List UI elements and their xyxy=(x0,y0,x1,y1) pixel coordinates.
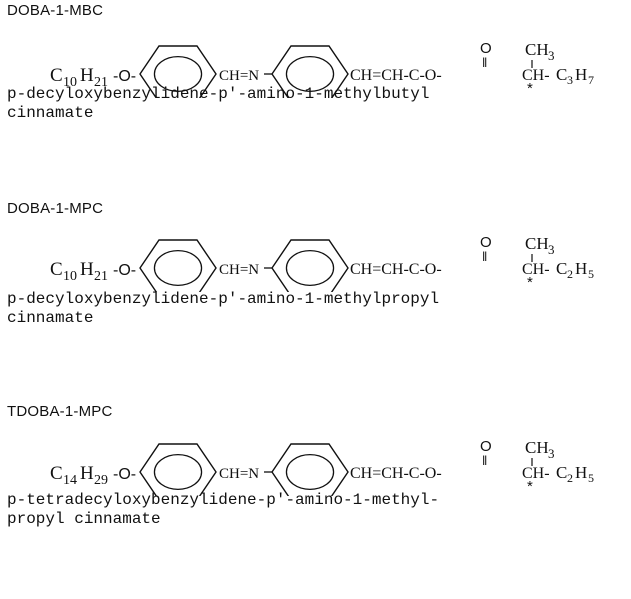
imine-group: CH=N xyxy=(219,68,259,84)
benzene-ring-2-aromatic-circle xyxy=(285,55,335,93)
benzene-ring-1-aromatic-circle xyxy=(153,249,203,287)
chiral-methine: CH- xyxy=(522,465,550,482)
alkyl-carbon: C xyxy=(50,463,63,484)
benzene-ring-2-aromatic-circle xyxy=(285,249,335,287)
terminal-hydrogen: H xyxy=(575,65,587,84)
compound-name: p-decyloxybenzylidene-p'-amino-1-methylp… xyxy=(7,290,439,328)
terminal-carbon: C xyxy=(556,65,567,84)
carbonyl-double-bond: ‖ xyxy=(482,249,487,264)
ether-oxygen: -O- xyxy=(113,262,136,279)
branch-methyl-subscript: 3 xyxy=(548,242,555,257)
compound-label: DOBA-1-MPC xyxy=(7,200,104,217)
ether-oxygen: -O- xyxy=(113,466,136,483)
carbonyl-oxygen: O xyxy=(480,234,492,251)
terminal-carbon-subscript: 2 xyxy=(567,471,573,485)
terminal-hydrogen: H xyxy=(575,463,587,482)
terminal-carbon-subscript: 2 xyxy=(567,267,573,281)
compound-name-line-1: p-decyloxybenzylidene-p'-amino-1-methylp… xyxy=(7,290,440,308)
branch-methyl: CH xyxy=(525,40,549,59)
carbonyl-double-bond: ‖ xyxy=(482,453,487,468)
compound-label: DOBA-1-MBC xyxy=(7,2,104,19)
alkyl-hydrogen: H xyxy=(80,65,94,86)
carbonyl-oxygen: O xyxy=(480,438,492,455)
alkyl-hydrogen: H xyxy=(80,463,94,484)
stereocenter-asterisk: * xyxy=(527,478,533,495)
compound-name: p-decyloxybenzylidene-p'-amino-1-methylb… xyxy=(7,85,429,123)
ether-oxygen: -O- xyxy=(113,68,136,85)
benzene-ring-2-outline xyxy=(271,45,349,98)
compound-name-line-1: p-decyloxybenzylidene-p'-amino-1-methylb… xyxy=(7,85,430,103)
alkyl-carbon: C xyxy=(50,259,63,280)
alkyl-hydrogen-subscript: 21 xyxy=(94,75,108,90)
benzene-ring-2-outline xyxy=(271,239,349,292)
alkyl-hydrogen-subscript: 21 xyxy=(94,269,108,284)
terminal-hydrogen: H xyxy=(575,259,587,278)
benzene-ring-1-outline xyxy=(139,443,217,496)
chiral-methine: CH- xyxy=(522,67,550,84)
compound-name-line-2: cinnamate xyxy=(7,309,94,327)
vinyl-ester-chain: CH=CH-C-O- xyxy=(350,465,442,482)
benzene-ring-1-aromatic-circle xyxy=(153,55,203,93)
branch-methyl: CH xyxy=(525,438,549,457)
terminal-hydrogen-subscript: 5 xyxy=(588,267,594,281)
alkyl-carbon-subscript: 10 xyxy=(63,75,77,90)
branch-methyl-subscript: 3 xyxy=(548,48,555,63)
benzene-ring-1-outline xyxy=(139,239,217,292)
benzene-ring-1-aromatic-circle xyxy=(153,453,203,491)
terminal-carbon: C xyxy=(556,259,567,278)
benzene-ring-1-outline xyxy=(139,45,217,98)
stereocenter-asterisk: * xyxy=(527,274,533,291)
terminal-carbon-subscript: 3 xyxy=(567,73,573,87)
alkyl-carbon: C xyxy=(50,65,63,86)
terminal-hydrogen-subscript: 7 xyxy=(588,73,594,87)
imine-group: CH=N xyxy=(219,466,259,482)
branch-methyl-subscript: 3 xyxy=(548,446,555,461)
carbonyl-oxygen: O xyxy=(480,40,492,57)
chiral-methine: CH- xyxy=(522,261,550,278)
benzene-ring-2-aromatic-circle xyxy=(285,453,335,491)
terminal-hydrogen-subscript: 5 xyxy=(588,471,594,485)
compound-name-line-2: cinnamate xyxy=(7,104,94,122)
carbonyl-double-bond: ‖ xyxy=(482,55,487,70)
benzene-ring-2-outline xyxy=(271,443,349,496)
alkyl-hydrogen-subscript: 29 xyxy=(94,473,108,488)
branch-methyl: CH xyxy=(525,234,549,253)
compound-label: TDOBA-1-MPC xyxy=(7,403,113,420)
stereocenter-asterisk: * xyxy=(527,80,533,97)
alkyl-carbon-subscript: 10 xyxy=(63,269,77,284)
alkyl-hydrogen: H xyxy=(80,259,94,280)
compound-name: p-tetradecyloxybenzylidene-p'-amino-1-me… xyxy=(7,491,439,529)
compound-name-line-1: p-tetradecyloxybenzylidene-p'-amino-1-me… xyxy=(7,491,440,509)
alkyl-carbon-subscript: 14 xyxy=(63,473,77,488)
vinyl-ester-chain: CH=CH-C-O- xyxy=(350,261,442,278)
terminal-carbon: C xyxy=(556,463,567,482)
vinyl-ester-chain: CH=CH-C-O- xyxy=(350,67,442,84)
compound-name-line-2: propyl cinnamate xyxy=(7,510,161,528)
imine-group: CH=N xyxy=(219,262,259,278)
